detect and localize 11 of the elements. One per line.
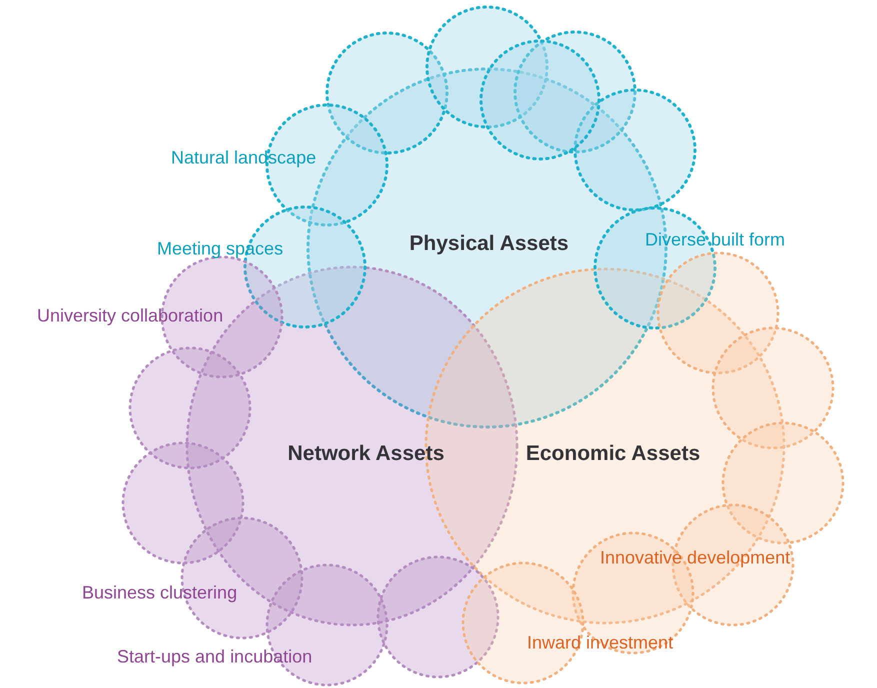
asset-label: Diverse built form — [645, 230, 786, 250]
circle-title: Physical Assets — [409, 232, 569, 256]
asset-label: Business clustering — [82, 582, 238, 604]
asset-label: Inward investment — [527, 632, 674, 654]
asset-label: Meeting spaces — [157, 238, 284, 260]
asset-label: Start-ups and incubation — [117, 646, 312, 668]
asset-label: Innovative development — [600, 548, 790, 568]
asset-label: Natural landscape — [171, 148, 316, 168]
asset-label: University collaboration — [37, 306, 224, 326]
circle-title: Economic Assets — [526, 442, 700, 466]
circle-title: Network Assets — [288, 442, 444, 466]
